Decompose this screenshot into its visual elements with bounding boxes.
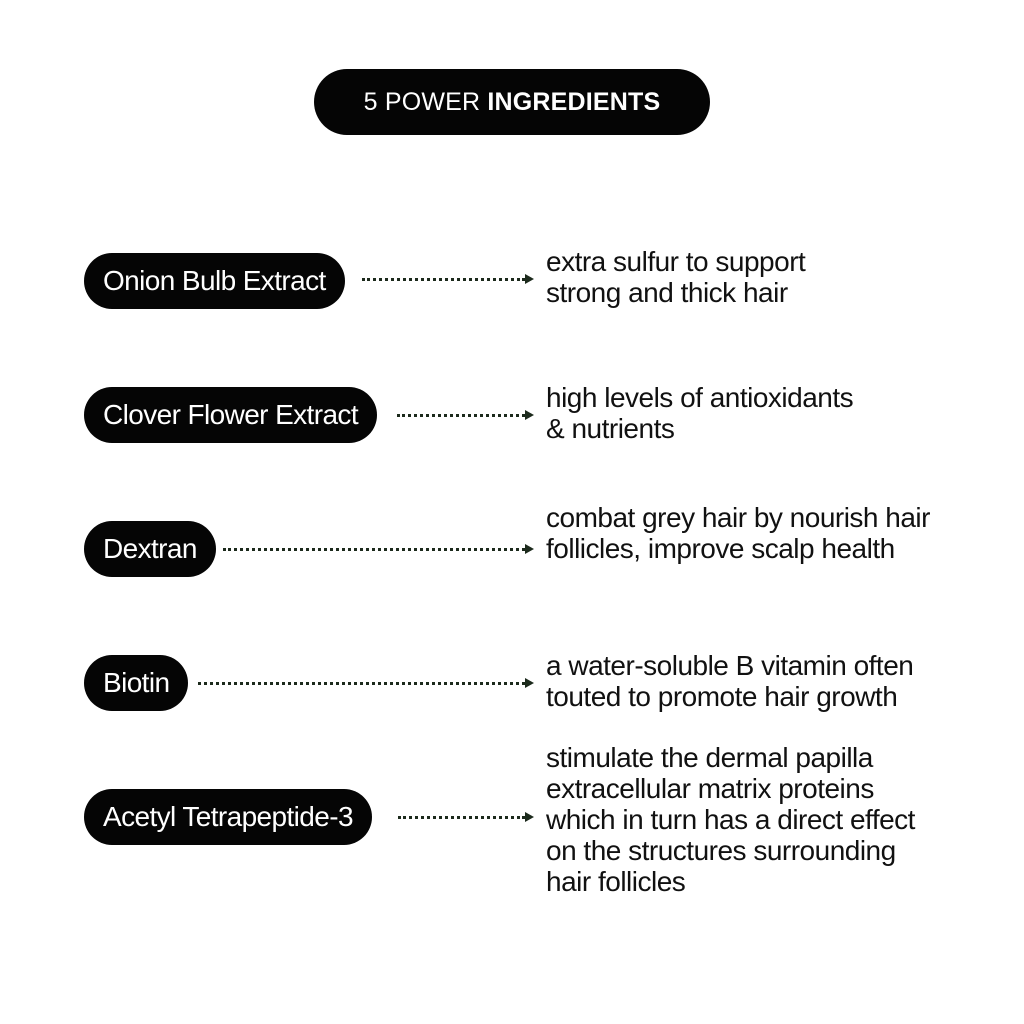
ingredient-description: a water-soluble B vitamin often touted t… [546, 650, 986, 712]
description-line: which in turn has a direct effect [546, 804, 915, 835]
description-line: touted to promote hair growth [546, 681, 898, 712]
ingredient-pill-dextran: Dextran [84, 521, 216, 577]
description-line: high levels of antioxidants [546, 382, 854, 413]
dotted-arrow-icon [398, 812, 534, 822]
ingredient-pill-biotin: Biotin [84, 655, 189, 711]
page-title: 5 POWER INGREDIENTS [314, 69, 710, 135]
ingredient-name: Dextran [103, 533, 197, 564]
ingredient-pill-clover: Clover Flower Extract [84, 387, 378, 443]
description-line: & nutrients [546, 413, 675, 444]
ingredient-name: Onion Bulb Extract [103, 265, 326, 296]
ingredient-name: Acetyl Tetrapeptide-3 [103, 801, 354, 832]
description-line: on the structures surrounding [546, 835, 896, 866]
ingredient-description: high levels of antioxidants & nutrients [546, 382, 986, 444]
ingredient-description: stimulate the dermal papilla extracellul… [546, 742, 986, 897]
ingredient-description: extra sulfur to support strong and thick… [546, 246, 986, 308]
description-line: combat grey hair by nourish hair [546, 502, 930, 533]
description-line: stimulate the dermal papilla [546, 742, 873, 773]
dotted-arrow-icon [198, 678, 534, 688]
ingredient-description: combat grey hair by nourish hair follicl… [546, 502, 986, 564]
description-line: hair follicles [546, 866, 686, 897]
description-line: a water-soluble B vitamin often [546, 650, 914, 681]
ingredient-name: Biotin [103, 667, 170, 698]
dotted-arrow-icon [223, 544, 534, 554]
title-bold-text: INGREDIENTS [487, 87, 661, 116]
title-light-text: 5 POWER [363, 87, 481, 116]
description-line: follicles, improve scalp health [546, 533, 895, 564]
description-line: extracellular matrix proteins [546, 773, 874, 804]
ingredient-pill-onion: Onion Bulb Extract [84, 253, 345, 309]
description-line: extra sulfur to support [546, 246, 806, 277]
description-line: strong and thick hair [546, 277, 788, 308]
ingredient-pill-acetyl-tetrapeptide: Acetyl Tetrapeptide-3 [84, 789, 372, 845]
ingredient-name: Clover Flower Extract [103, 399, 359, 430]
dotted-arrow-icon [397, 410, 534, 420]
dotted-arrow-icon [362, 274, 534, 284]
